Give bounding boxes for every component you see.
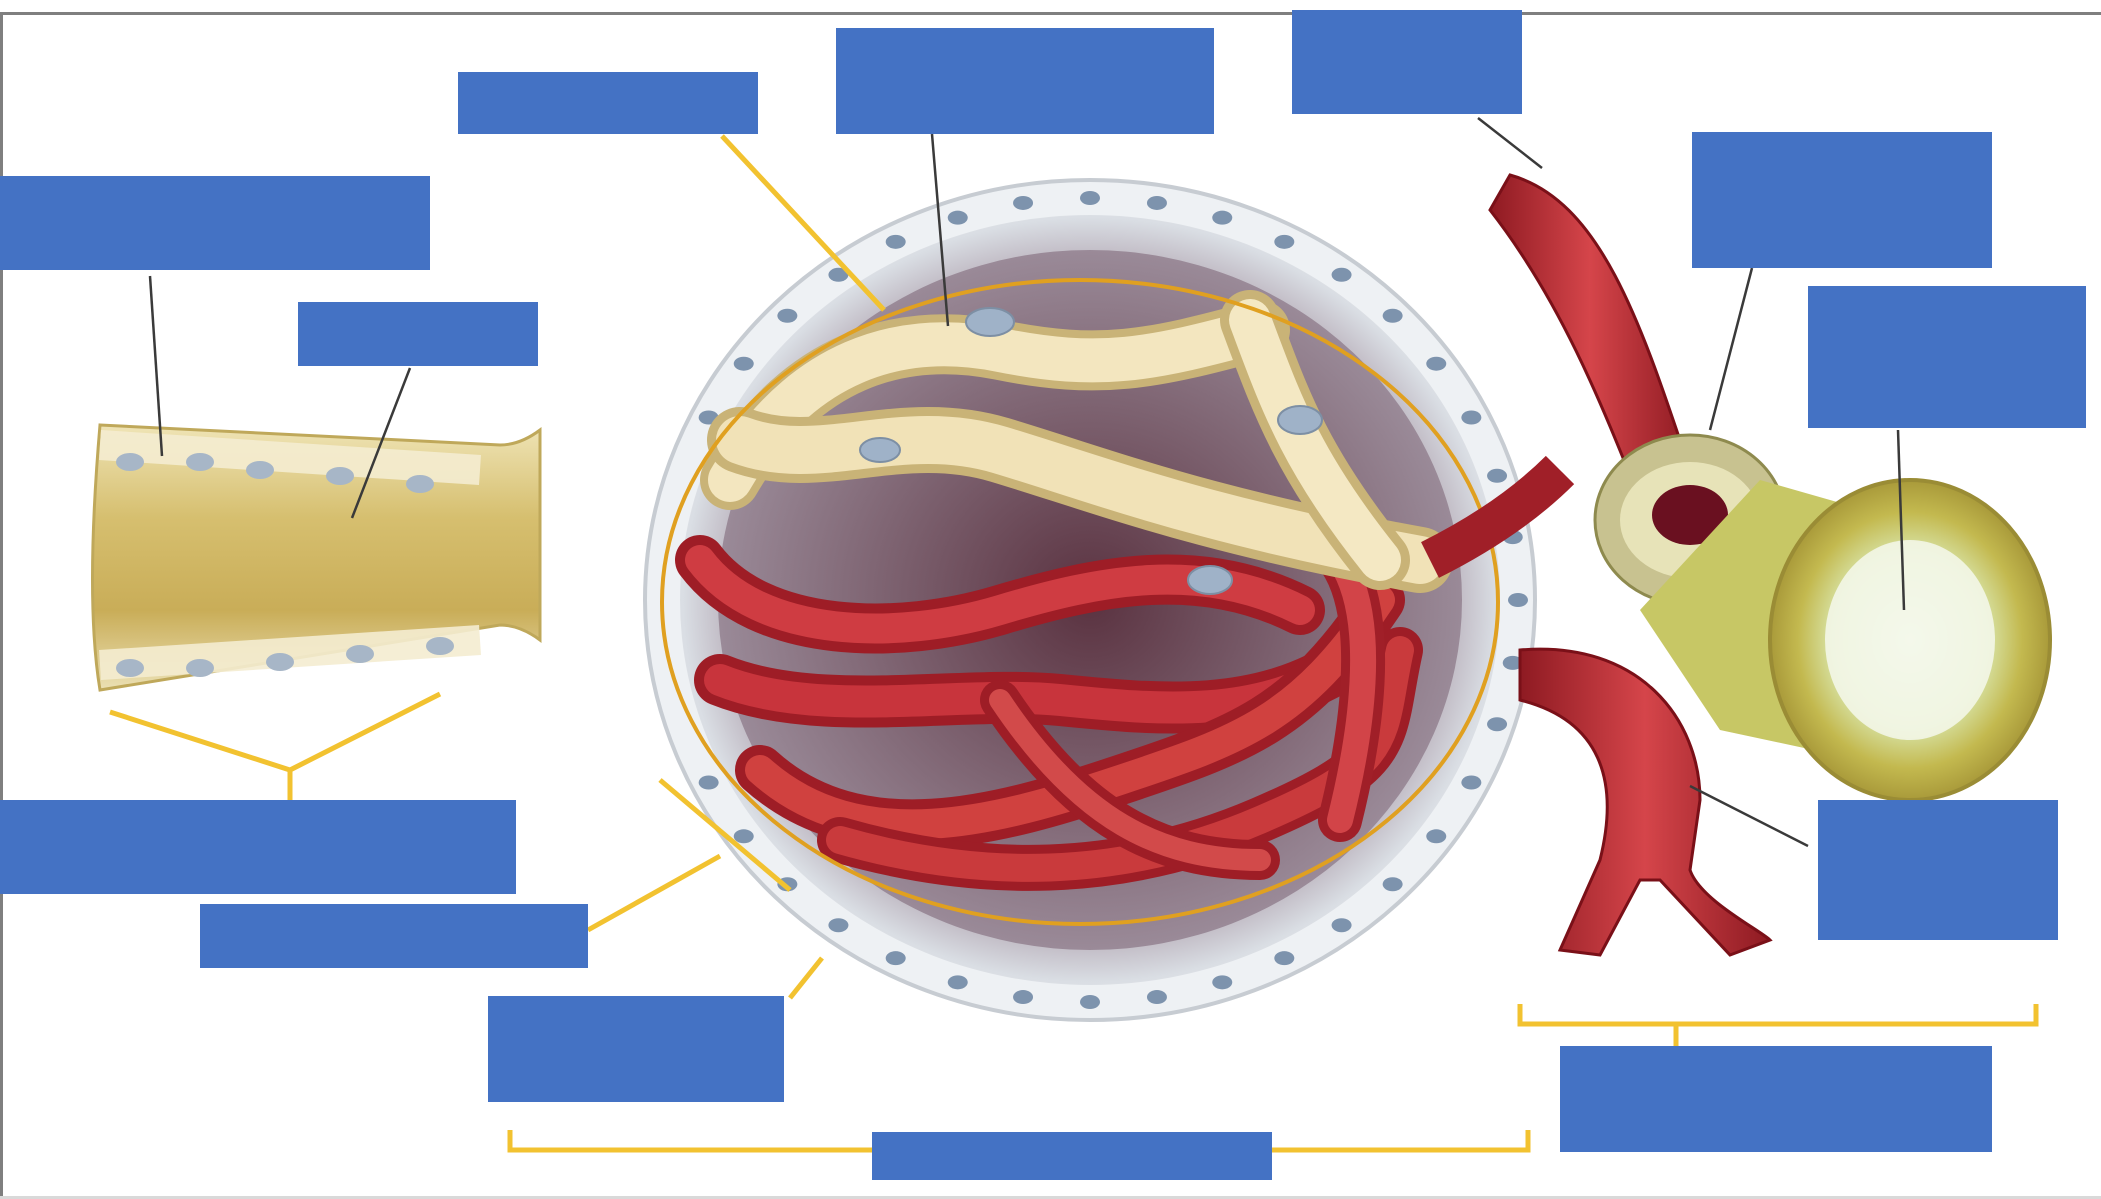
capsule-nucleus (1080, 995, 1100, 1009)
capsule-nucleus (1383, 877, 1403, 891)
tubule-nucleus (346, 645, 374, 663)
capsule-nucleus (948, 975, 968, 989)
tubule-nucleus (426, 637, 454, 655)
leader-line (790, 958, 822, 998)
label-box-parietal-layer[interactable] (200, 904, 588, 968)
tubule-nucleus (186, 453, 214, 471)
capsule-nucleus (886, 951, 906, 965)
label-box-juxtaglomerular-apparatus[interactable] (1560, 1046, 1992, 1152)
capsule-nucleus (699, 776, 719, 790)
capsule-nucleus (1147, 990, 1167, 1004)
tubule-nucleus (406, 475, 434, 493)
capsule-nucleus (734, 829, 754, 843)
label-box-simple-cuboidal-epithelium[interactable] (0, 176, 430, 270)
capsule-nucleus (1508, 593, 1528, 607)
capsule-nucleus (1013, 196, 1033, 210)
label-box-proximal-convoluted-tubule[interactable] (0, 800, 516, 894)
capsule-nucleus (1332, 918, 1352, 932)
leader-line (110, 694, 440, 800)
label-box-macula-densa[interactable] (1808, 286, 2086, 428)
leader-line (1478, 118, 1542, 168)
proximal-tubule (93, 425, 541, 690)
label-box-juxtaglomerular-cells[interactable] (1692, 132, 1992, 268)
capsule-nucleus (1080, 191, 1100, 205)
leader-line (1520, 1004, 2036, 1046)
capsule-nucleus (1461, 776, 1481, 790)
capsule-nucleus (1487, 469, 1507, 483)
tubule-nucleus (246, 461, 274, 479)
label-box-podocyte[interactable] (458, 72, 758, 134)
label-box-renal-corpuscle[interactable] (872, 1132, 1272, 1180)
capsule-nucleus (1212, 975, 1232, 989)
label-box-afferent-arteriole[interactable] (1292, 10, 1522, 114)
capsule-nucleus (734, 357, 754, 371)
capsule-nucleus (1274, 235, 1294, 249)
leader-line (1690, 786, 1808, 846)
leader-line (588, 856, 720, 930)
capsule-nucleus (948, 211, 968, 225)
capsule-nucleus (1147, 196, 1167, 210)
tubule-nucleus (326, 467, 354, 485)
capsule-nucleus (1461, 410, 1481, 424)
capsule-nucleus (886, 235, 906, 249)
label-box-microvilli[interactable] (298, 302, 538, 366)
capsule-nucleus (1487, 717, 1507, 731)
label-box-capsular-space[interactable] (488, 996, 784, 1102)
capsule-nucleus (1212, 211, 1232, 225)
capsule-nucleus (1274, 951, 1294, 965)
tubule-nucleus (116, 659, 144, 677)
tubule-nucleus (266, 653, 294, 671)
leader-line (1710, 268, 1752, 430)
capsule-nucleus (1426, 357, 1446, 371)
tubule-nucleus (186, 659, 214, 677)
tubule-nucleus (116, 453, 144, 471)
label-box-efferent-arteriole[interactable] (1818, 800, 2058, 940)
label-box-podocyte-nucleus[interactable] (836, 28, 1214, 134)
capsule-nucleus (1383, 309, 1403, 323)
capsule-nucleus (1332, 268, 1352, 282)
capsule-nucleus (777, 309, 797, 323)
capsule-nucleus (1426, 829, 1446, 843)
glomerular-capillaries (700, 560, 1400, 868)
capsule-nucleus (828, 918, 848, 932)
capsule-nucleus (1013, 990, 1033, 1004)
